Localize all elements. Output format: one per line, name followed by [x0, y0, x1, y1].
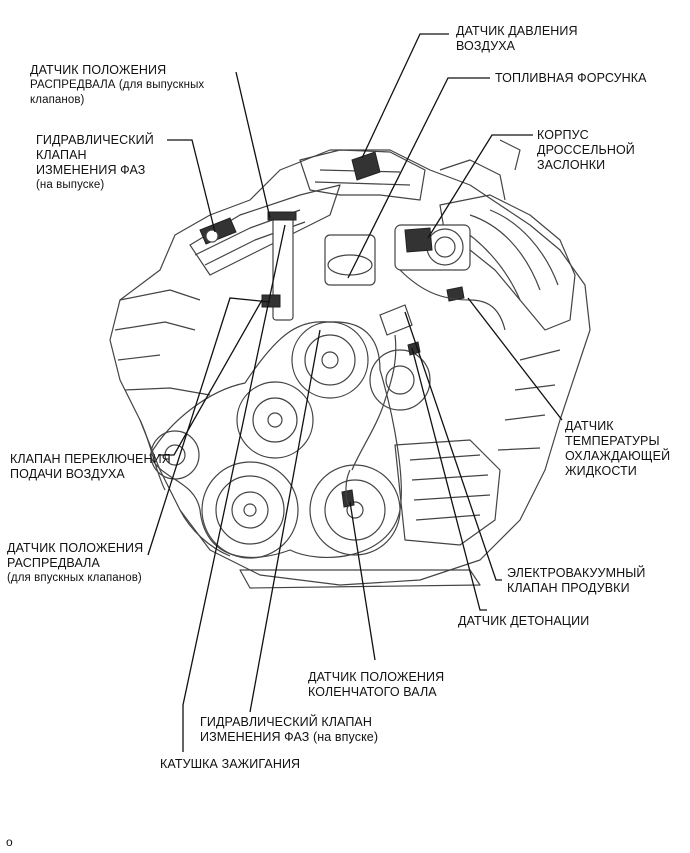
label-coolant-temp-sensor: ДАТЧИК ТЕМПЕРАТУРЫ ОХЛАЖДАЮЩЕЙ ЖИДКОСТИ — [565, 419, 670, 479]
label-ignition-coil: КАТУШКА ЗАЖИГАНИЯ — [160, 757, 300, 772]
label-line: КОРПУС — [537, 128, 589, 142]
label-ocv-exhaust: ГИДРАВЛИЧЕСКИЙ КЛАПАН ИЗМЕНЕНИЯ ФАЗ (на … — [36, 133, 154, 193]
label-line: ДАТЧИК ДЕТОНАЦИИ — [458, 614, 590, 628]
label-line: ПОДАЧИ ВОЗДУХА — [10, 467, 125, 481]
label-line: КЛАПАН ПРОДУВКИ — [507, 581, 630, 595]
label-purge-vsv: ЭЛЕКТРОВАКУУМНЫЙ КЛАПАН ПРОДУВКИ — [507, 566, 645, 596]
label-line: (для впускных клапанов) — [7, 572, 142, 584]
label-line: ДАТЧИК ДАВЛЕНИЯ — [456, 24, 578, 38]
label-crankshaft-sensor: ДАТЧИК ПОЛОЖЕНИЯ КОЛЕНЧАТОГО ВАЛА — [308, 670, 444, 700]
leader-ignition-coil — [182, 224, 286, 752]
label-line: ТОПЛИВНАЯ ФОРСУНКА — [495, 71, 647, 85]
label-fuel-injector: ТОПЛИВНАЯ ФОРСУНКА — [495, 71, 647, 86]
label-line: РАСПРЕДВАЛА (для выпускных — [30, 79, 205, 91]
leader-ocv-exhaust — [167, 139, 216, 233]
label-line: ОХЛАЖДАЮЩЕЙ — [565, 449, 671, 463]
label-line: ДАТЧИК ПОЛОЖЕНИЯ — [30, 63, 167, 77]
label-line: КЛАПАН — [36, 148, 87, 162]
label-line: КОЛЕНЧАТОГО ВАЛА — [308, 685, 437, 699]
leader-camshaft-intake — [147, 297, 271, 556]
label-line: ДАТЧИК ПОЛОЖЕНИЯ — [308, 670, 445, 684]
leader-coolant-temp — [467, 297, 563, 421]
label-line: клапанов) — [30, 94, 85, 106]
label-line: ГИДРАВЛИЧЕСКИЙ КЛАПАН — [200, 715, 372, 729]
leader-ocv-intake — [249, 329, 321, 713]
leader-crankshaft — [349, 501, 376, 661]
leader-throttle-body — [427, 134, 533, 239]
label-ocv-intake: ГИДРАВЛИЧЕСКИЙ КЛАПАН ИЗМЕНЕНИЯ ФАЗ (на … — [200, 715, 378, 745]
leader-knock-sensor — [411, 347, 487, 611]
label-line: ЖИДКОСТИ — [565, 464, 637, 478]
leader-air-pressure — [361, 33, 449, 159]
leader-lines — [147, 33, 563, 752]
label-line: ИЗМЕНЕНИЯ ФАЗ (на впуске) — [200, 730, 379, 744]
label-air-intake-control-valve: КЛАПАН ПЕРЕКЛЮЧЕНИЯ ПОДАЧИ ВОЗДУХА — [10, 452, 171, 482]
label-throttle-body: КОРПУС ДРОССЕЛЬНОЙ ЗАСЛОНКИ — [537, 128, 635, 173]
leader-purge-vsv — [404, 311, 502, 581]
label-camshaft-sensor-intake: ДАТЧИК ПОЛОЖЕНИЯ РАСПРЕДВАЛА (для впускн… — [7, 541, 143, 586]
label-line: КЛАПАН ПЕРЕКЛЮЧЕНИЯ — [10, 452, 171, 466]
leader-air-intake-valve — [158, 299, 263, 456]
label-line: ЭЛЕКТРОВАКУУМНЫЙ — [507, 566, 646, 580]
label-line: РАСПРЕДВАЛА — [7, 556, 100, 570]
label-line: ДАТЧИК ПОЛОЖЕНИЯ — [7, 541, 144, 555]
label-line: ВОЗДУХА — [456, 39, 516, 53]
label-knock-sensor: ДАТЧИК ДЕТОНАЦИИ — [458, 614, 589, 629]
label-line: ДАТЧИК — [565, 419, 614, 433]
leader-camshaft-exhaust — [235, 71, 271, 219]
label-line: ЗАСЛОНКИ — [537, 158, 606, 172]
label-line: (на выпуске) — [36, 179, 105, 191]
label-line: ГИДРАВЛИЧЕСКИЙ — [36, 133, 154, 147]
figure-code: o — [6, 835, 13, 849]
label-line: ДРОССЕЛЬНОЙ — [537, 143, 635, 157]
label-line: ТЕМПЕРАТУРЫ — [565, 434, 660, 448]
label-line: ИЗМЕНЕНИЯ ФАЗ — [36, 163, 146, 177]
label-air-pressure-sensor: ДАТЧИК ДАВЛЕНИЯ ВОЗДУХА — [456, 24, 578, 54]
engine-outline — [109, 139, 591, 589]
leader-fuel-injector — [347, 77, 490, 279]
label-line: КАТУШКА ЗАЖИГАНИЯ — [160, 757, 301, 771]
label-camshaft-sensor-exhaust: ДАТЧИК ПОЛОЖЕНИЯ РАСПРЕДВАЛА (для выпуск… — [30, 63, 204, 108]
